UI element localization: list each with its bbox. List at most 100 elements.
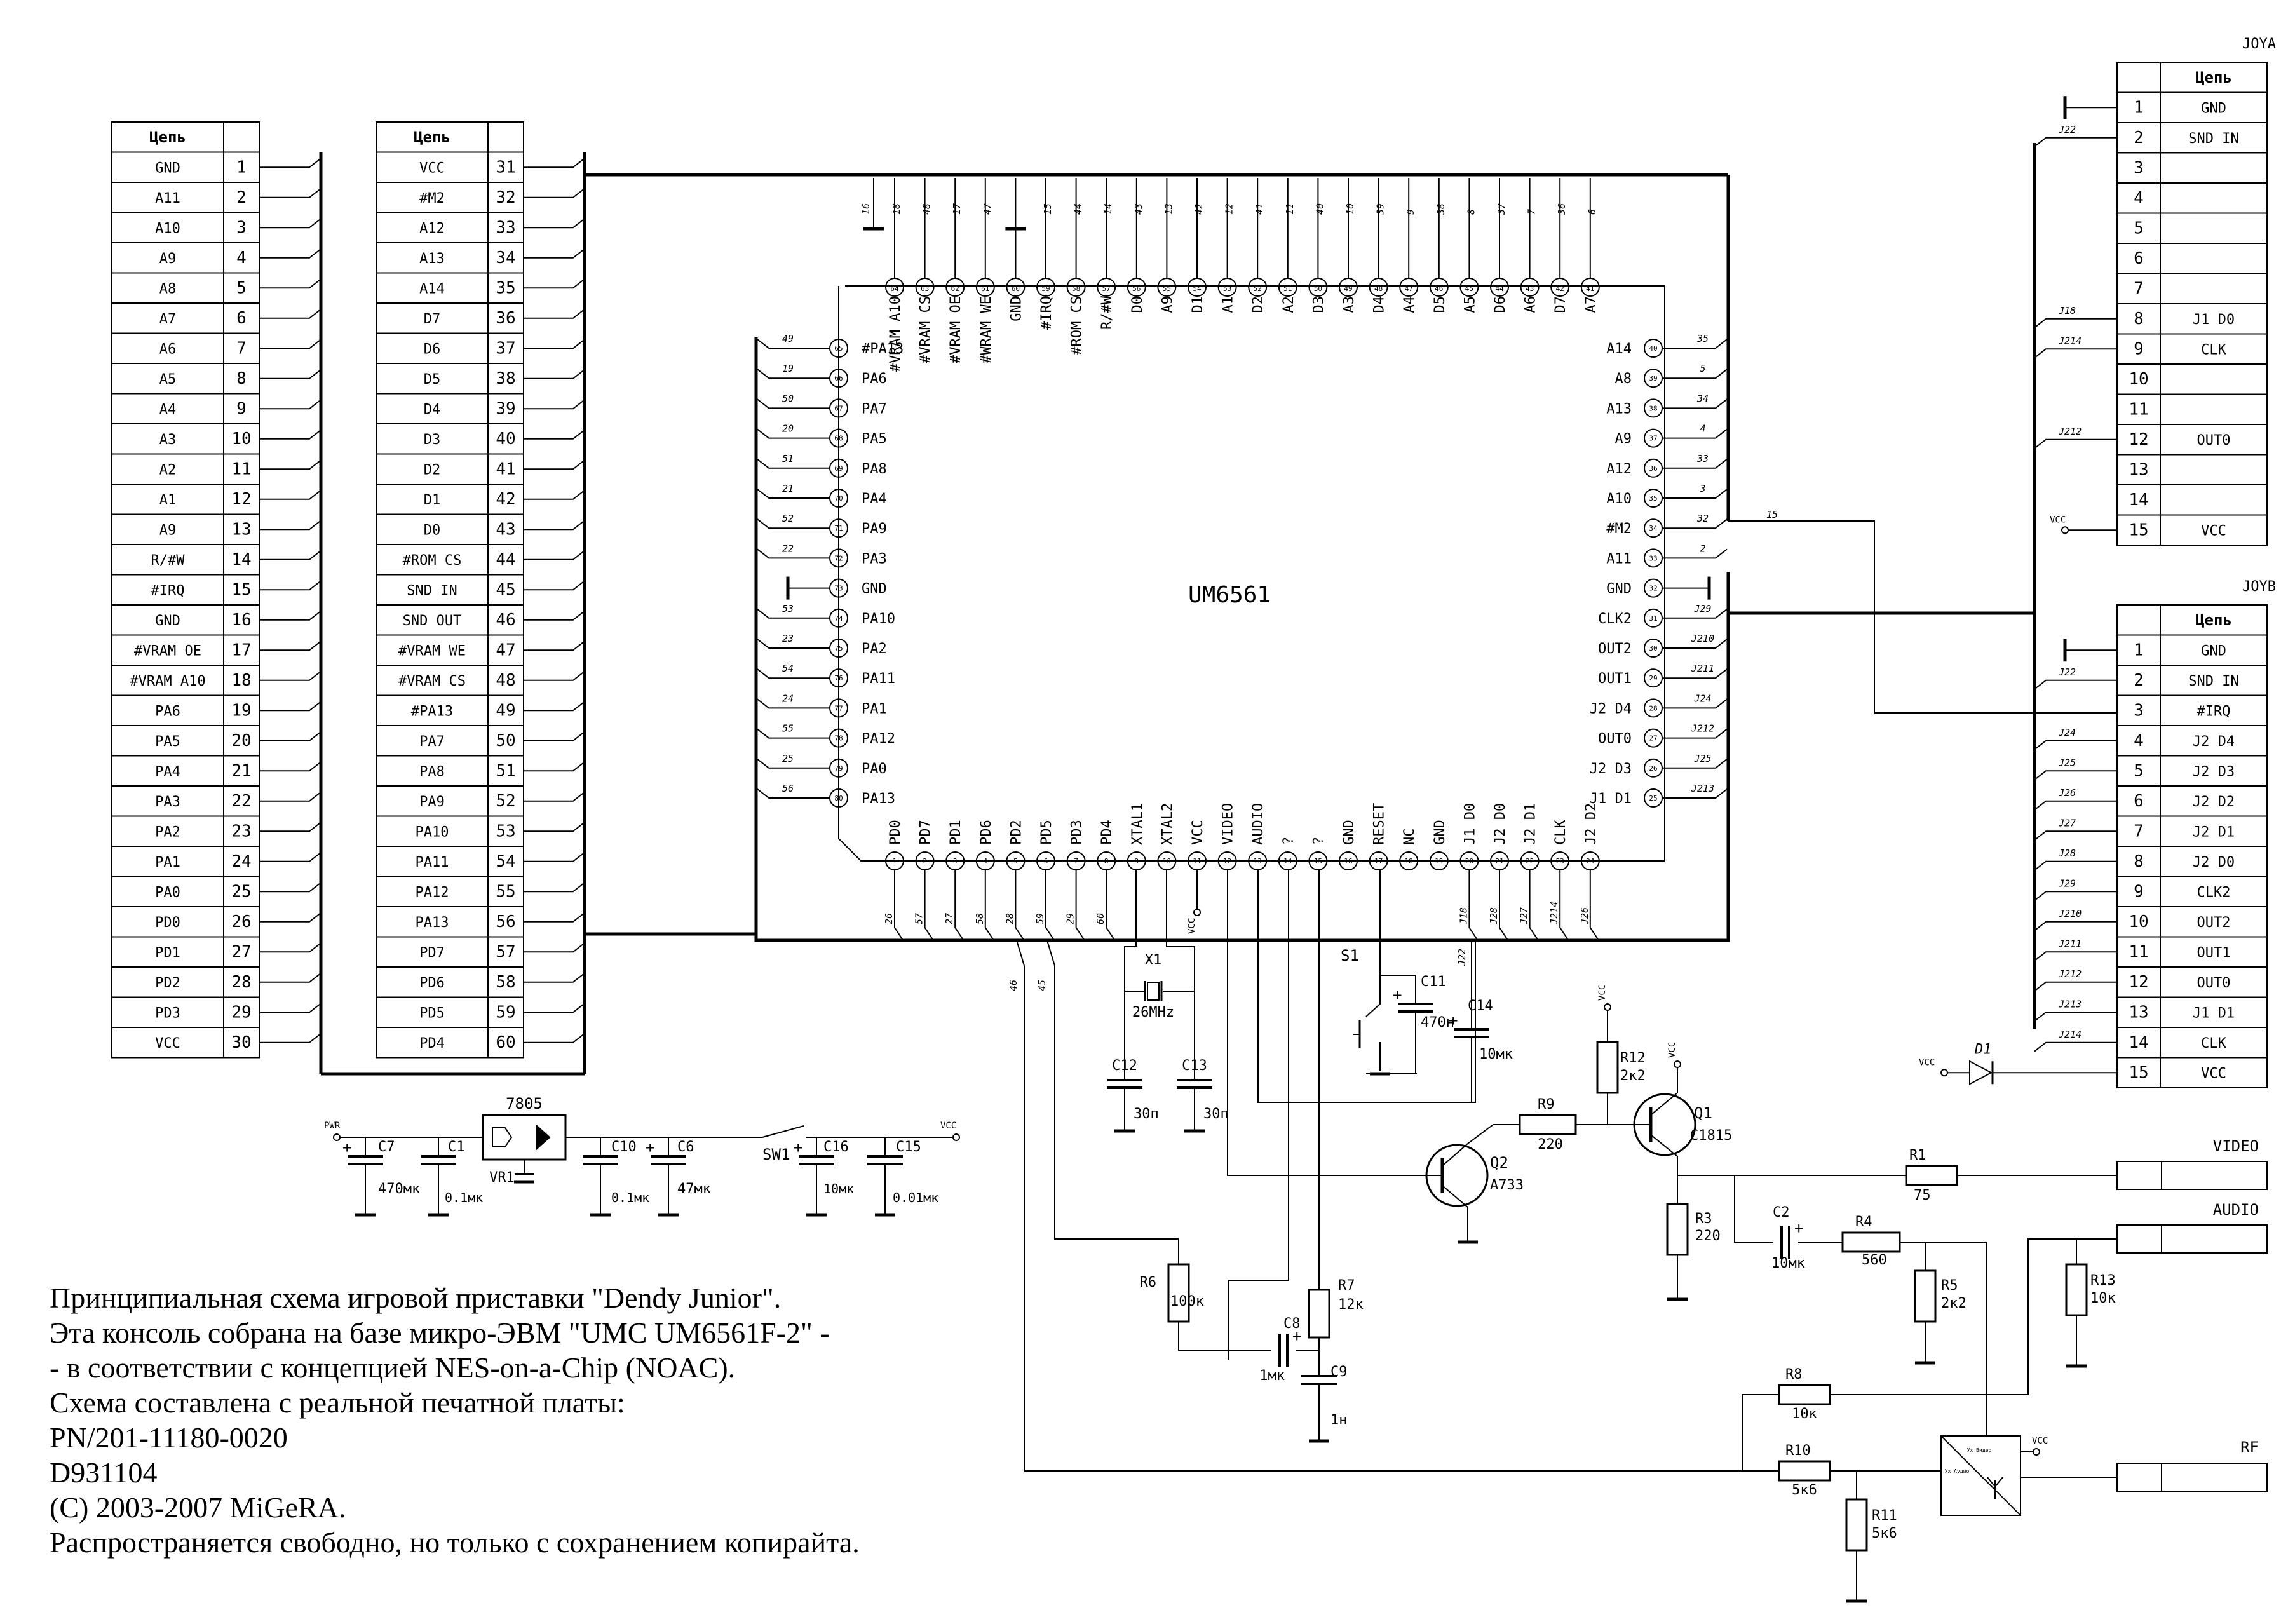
connector-pin: 21 <box>231 762 251 781</box>
connector-net: PD5 <box>419 1006 445 1022</box>
net-label: 58 <box>974 913 985 924</box>
connector-net: D2 <box>424 463 441 478</box>
net-label: 52 <box>782 513 794 524</box>
joy-net: SND IN <box>2188 673 2238 689</box>
net-label: J26 <box>1579 907 1590 925</box>
connector-net: PA4 <box>155 764 180 780</box>
chip-pin-number: 24 <box>1586 857 1595 865</box>
connector-pin: 5 <box>236 279 247 298</box>
joy-pin: 15 <box>2129 521 2148 540</box>
connector-pin: 27 <box>231 943 251 962</box>
ref-q1: Q1 <box>1694 1104 1712 1122</box>
chip-pin-number: 61 <box>981 285 989 293</box>
connector-net: PA12 <box>416 885 449 901</box>
modulator-label: Ух Аудио <box>1945 1468 1970 1474</box>
joy-net: J2 D4 <box>2193 734 2235 750</box>
connector-net: A4 <box>159 402 177 418</box>
value-r10: 5к6 <box>1792 1482 1817 1498</box>
modulator-label: Ух Видео <box>1967 1447 1992 1453</box>
wire <box>1559 870 1569 940</box>
net-label: 41 <box>1254 203 1265 215</box>
chip-pin-number: 54 <box>1193 285 1202 293</box>
resistor-r1 <box>1905 1165 1958 1186</box>
wire <box>1662 548 1728 559</box>
connector-pin: 33 <box>496 219 515 238</box>
connector-pin: 37 <box>496 339 515 358</box>
chip-pin-name: PD4 <box>1099 820 1115 845</box>
connector-net: PA8 <box>419 764 445 780</box>
net-label: J210 <box>1691 633 1714 644</box>
chip-pin-number: 79 <box>834 764 843 773</box>
chip-pin-name: RESET <box>1372 803 1388 845</box>
cap-c10 <box>583 1155 618 1165</box>
resistor-r9 <box>1519 1114 1577 1135</box>
polarity-mark: + <box>646 1139 654 1156</box>
connector-pin: 56 <box>496 912 515 931</box>
schematic-notes: Принципиальная схема игровой приставки "… <box>50 1280 990 1560</box>
wire <box>2034 137 2117 147</box>
wire <box>524 1003 585 1013</box>
ref-c11: C11 <box>1421 974 1446 990</box>
wire <box>2034 679 2117 690</box>
chip-pin-number: 14 <box>1283 857 1292 865</box>
value-r9: 220 <box>1538 1137 1563 1153</box>
wire <box>1728 520 2117 714</box>
vcc-label: VCC <box>2032 1436 2048 1446</box>
ref-c13: C13 <box>1182 1058 1207 1074</box>
connector-net: #VRAM CS <box>398 673 466 689</box>
wire <box>2034 830 2117 841</box>
vcc-label: VCC <box>940 1121 956 1131</box>
value-c2: 10мк <box>1771 1255 1805 1271</box>
chip-pin-name: OUT2 <box>1598 641 1632 657</box>
value-c10: 0.1мк <box>611 1190 649 1205</box>
cap-c1 <box>421 1155 456 1165</box>
resistor-r4 <box>1841 1231 1901 1253</box>
joy-pin: 11 <box>2129 400 2148 419</box>
connector-pin: 44 <box>496 550 515 569</box>
connector-pin: 42 <box>496 490 515 509</box>
connector-pin: 18 <box>231 671 251 690</box>
resistor-r7 <box>1308 1289 1330 1339</box>
net-label: 36 <box>1556 203 1567 215</box>
connector-pin: 55 <box>496 883 515 902</box>
net-label: J25 <box>2058 757 2076 768</box>
wire <box>524 791 585 802</box>
ref-c8: C8 <box>1283 1316 1301 1332</box>
chip-pin-name: D2 <box>1250 296 1266 313</box>
connector-pin: 3 <box>236 219 247 238</box>
rf-modulator <box>1940 1435 2021 1516</box>
chip-pin-name: D4 <box>1372 296 1388 313</box>
vcc-terminal <box>1193 909 1201 916</box>
wire <box>259 369 322 379</box>
value-r4: 560 <box>1862 1252 1887 1268</box>
wire <box>757 369 830 379</box>
ref-r8: R8 <box>1785 1367 1803 1383</box>
connector-net: PA9 <box>419 794 445 810</box>
wire <box>2034 1041 2117 1052</box>
note-line: Эта консоль собрана на базе микро-ЭВМ "U… <box>50 1316 830 1349</box>
wire <box>757 668 830 679</box>
wire <box>524 248 585 259</box>
polarity-mark: + <box>1393 986 1402 1004</box>
note-line: Распространяется свободно, но только с с… <box>50 1526 860 1559</box>
net-label: J22 <box>1456 949 1468 966</box>
net-label: 27 <box>944 913 955 924</box>
net-label: J212 <box>1691 723 1714 734</box>
net-label: 48 <box>921 203 933 215</box>
video-jack-body <box>2161 1161 2268 1190</box>
joy-pin: 7 <box>2134 280 2144 299</box>
regulator-type: 7805 <box>506 1095 543 1113</box>
diode-d1 <box>1969 1060 1993 1085</box>
connector-net: A1 <box>159 492 177 508</box>
resistor-r10 <box>1778 1460 1831 1482</box>
chip-pin-number: 67 <box>834 404 843 412</box>
wire <box>524 882 585 893</box>
joy-pin: 9 <box>2134 883 2144 902</box>
chip-pin-name: PD2 <box>1008 820 1024 845</box>
joy-net: VCC <box>2201 524 2226 539</box>
chip-pin-name: NC <box>1402 829 1418 846</box>
chip-pin-name: GND <box>1341 820 1357 845</box>
connector-pin: 4 <box>236 248 247 267</box>
chip-pin-number: 28 <box>1649 704 1657 712</box>
ref-c14: C14 <box>1468 998 1493 1014</box>
